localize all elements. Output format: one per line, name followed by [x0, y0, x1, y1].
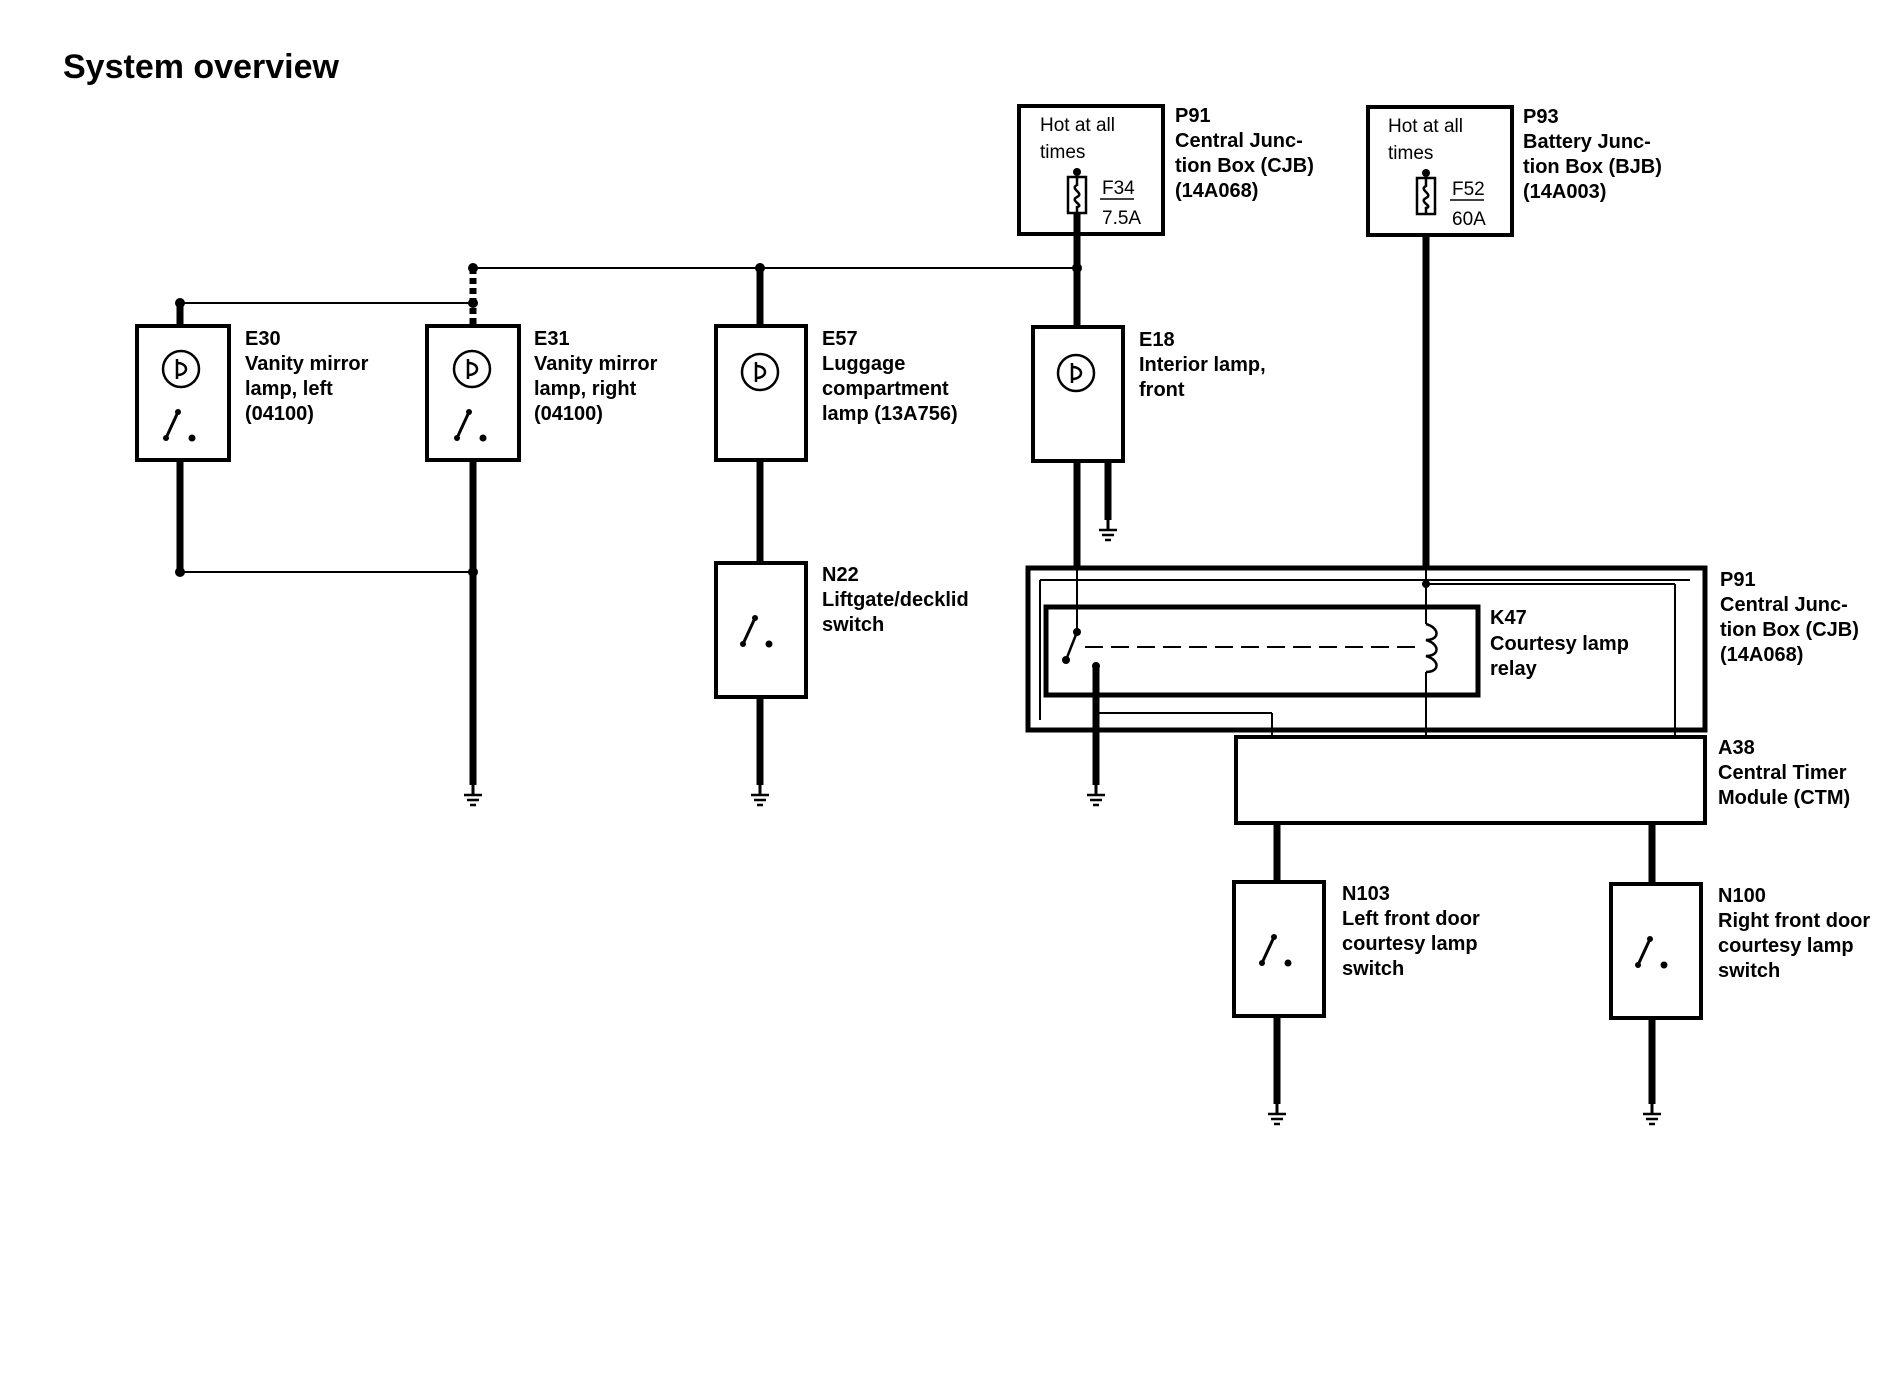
a38-label: A38 Central Timer Module (CTM): [1718, 737, 1850, 809]
svg-text:E18: E18: [1139, 329, 1175, 351]
svg-text:P91: P91: [1175, 105, 1211, 127]
ground-icon: [462, 783, 484, 807]
ground-icon: [1097, 518, 1119, 542]
fuse-rating: 60A: [1452, 209, 1486, 230]
fuse-id: F52: [1452, 179, 1485, 200]
p91-cjb-label: P91 Central Junc- tion Box (CJB) (14A068…: [1720, 569, 1859, 666]
hot-at-all-times-text: times: [1388, 143, 1433, 164]
svg-text:E57: E57: [822, 328, 858, 350]
e57-label: E57 Luggage compartment lamp (13A756): [822, 328, 958, 425]
supply-wires: [175, 214, 1430, 570]
n103-left-front-door-switch: [1232, 880, 1326, 1018]
svg-text:switch: switch: [1342, 958, 1404, 980]
svg-text:(14A068): (14A068): [1175, 180, 1258, 202]
hot-at-all-times-text: times: [1040, 142, 1085, 163]
svg-text:tion Box (BJB): tion Box (BJB): [1523, 156, 1662, 178]
svg-text:E31: E31: [534, 328, 570, 350]
ground-icon: [1641, 1102, 1663, 1126]
svg-text:Battery Junc-: Battery Junc-: [1523, 131, 1651, 153]
svg-text:E30: E30: [245, 328, 281, 350]
svg-text:switch: switch: [822, 614, 884, 636]
svg-text:A38: A38: [1718, 737, 1755, 759]
svg-text:lamp (13A756): lamp (13A756): [822, 403, 958, 425]
n22-label: N22 Liftgate/decklid switch: [822, 564, 969, 636]
svg-text:N22: N22: [822, 564, 859, 586]
p91-fuse-label: P91 Central Junc- tion Box (CJB) (14A068…: [1175, 105, 1314, 202]
svg-text:Courtesy lamp: Courtesy lamp: [1490, 633, 1629, 655]
svg-text:Luggage: Luggage: [822, 353, 905, 375]
svg-text:courtesy lamp: courtesy lamp: [1342, 933, 1478, 955]
svg-text:Interior lamp,: Interior lamp,: [1139, 354, 1266, 376]
svg-text:P93: P93: [1523, 106, 1559, 128]
e30-label: E30 Vanity mirror lamp, left (04100): [245, 328, 369, 425]
svg-text:(04100): (04100): [245, 403, 314, 425]
e18-label: E18 Interior lamp, front: [1139, 329, 1266, 401]
svg-text:tion Box (CJB): tion Box (CJB): [1720, 619, 1859, 641]
svg-text:(14A068): (14A068): [1720, 644, 1803, 666]
svg-text:lamp, left: lamp, left: [245, 378, 333, 400]
e31-label: E31 Vanity mirror lamp, right (04100): [534, 328, 658, 425]
ground-icon: [1085, 783, 1107, 807]
p93-fuse-box: Hot at all times F52 60A: [1366, 105, 1514, 237]
svg-text:compartment: compartment: [822, 378, 949, 400]
svg-text:P91: P91: [1720, 569, 1756, 591]
svg-text:Vanity mirror: Vanity mirror: [245, 353, 369, 375]
n100-label: N100 Right front door courtesy lamp swit…: [1718, 885, 1870, 982]
ground-icon: [1266, 1102, 1288, 1126]
p91-fuse-box: Hot at all times F34 7.5A: [1017, 104, 1165, 236]
svg-text:(14A003): (14A003): [1523, 181, 1606, 203]
interior-lamp-lower-wires: [1073, 461, 1119, 570]
relay-coil-icon: [1425, 622, 1438, 674]
svg-text:Central Timer: Central Timer: [1718, 762, 1847, 784]
svg-text:Liftgate/decklid: Liftgate/decklid: [822, 589, 969, 611]
svg-text:N100: N100: [1718, 885, 1766, 907]
svg-text:switch: switch: [1718, 960, 1780, 982]
luggage-wires: [749, 460, 771, 807]
fuse-id: F34: [1102, 178, 1135, 199]
svg-text:Central Junc-: Central Junc-: [1720, 594, 1848, 616]
n22-liftgate-decklid-switch: [714, 561, 808, 699]
fuse-rating: 7.5A: [1102, 208, 1141, 229]
vanity-lower-wires: [175, 460, 484, 807]
n103-label: N103 Left front door courtesy lamp switc…: [1342, 883, 1480, 980]
svg-text:front: front: [1139, 379, 1185, 401]
svg-text:N103: N103: [1342, 883, 1390, 905]
svg-text:tion Box (CJB): tion Box (CJB): [1175, 155, 1314, 177]
a38-central-timer-module: [1234, 735, 1707, 825]
svg-text:Module (CTM): Module (CTM): [1718, 787, 1850, 809]
svg-text:K47: K47: [1490, 607, 1527, 629]
hot-at-all-times-text: Hot at all: [1040, 115, 1115, 136]
p91-cjb-module: [1025, 565, 1708, 737]
p93-fuse-label: P93 Battery Junc- tion Box (BJB) (14A003…: [1523, 106, 1662, 203]
k47-label: K47 Courtesy lamp relay: [1490, 607, 1629, 680]
ground-icon: [749, 783, 771, 807]
svg-text:lamp, right: lamp, right: [534, 378, 637, 400]
n100-right-front-door-switch: [1609, 882, 1703, 1020]
svg-text:Right front door: Right front door: [1718, 910, 1870, 932]
svg-text:relay: relay: [1490, 658, 1538, 680]
e31-vanity-mirror-lamp-right: [425, 324, 521, 462]
hot-at-all-times-text: Hot at all: [1388, 116, 1463, 137]
e30-vanity-mirror-lamp-left: [135, 324, 231, 462]
svg-text:(04100): (04100): [534, 403, 603, 425]
door-switch-wires: [1266, 823, 1663, 1126]
svg-text:Left front door: Left front door: [1342, 908, 1480, 930]
page-title: System overview: [63, 48, 339, 86]
svg-text:courtesy lamp: courtesy lamp: [1718, 935, 1854, 957]
e18-interior-lamp-front: [1031, 325, 1125, 463]
svg-text:Vanity mirror: Vanity mirror: [534, 353, 658, 375]
svg-text:Central Junc-: Central Junc-: [1175, 130, 1303, 152]
e57-luggage-compartment-lamp: [714, 324, 808, 462]
k47-courtesy-lamp-relay: [1043, 570, 1481, 807]
